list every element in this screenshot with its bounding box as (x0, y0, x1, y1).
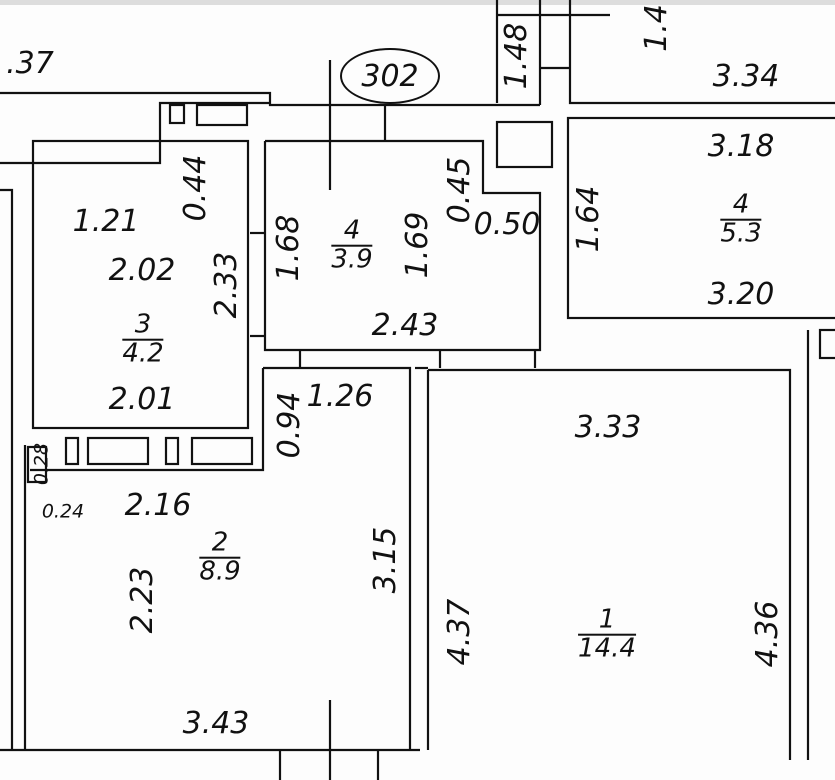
dim-3-34: 3.34 (712, 59, 780, 94)
room-4-right-label: 4 5.3 (720, 191, 762, 249)
room-number: 3 (122, 311, 164, 341)
dim-3-18: 3.18 (707, 129, 775, 164)
dim-0-45: 0.45 (442, 156, 477, 224)
dim-2-16: 2.16 (124, 488, 192, 523)
dim-top-left: .37 (6, 46, 54, 81)
dim-3-43: 3.43 (182, 706, 250, 741)
dim-1-48: 1.48 (499, 22, 534, 90)
dim-4-36: 4.36 (750, 600, 785, 668)
dim-1-68: 1.68 (271, 214, 306, 282)
dim-0-24: 0.24 (41, 500, 85, 523)
room-number: 2 (199, 529, 241, 559)
dim-4-37: 4.37 (442, 598, 477, 666)
room-3-label: 3 4.2 (122, 311, 164, 369)
dim-2-33: 2.33 (209, 251, 244, 319)
dim-2-23: 2.23 (125, 566, 160, 634)
dim-0-50: 0.50 (473, 207, 541, 242)
dim-0-94: 0.94 (272, 391, 307, 459)
dim-3-20: 3.20 (707, 277, 775, 312)
room-area: 5.3 (720, 219, 762, 249)
dim-1-64: 1.64 (571, 185, 606, 253)
dim-1-4: 1.4 (639, 4, 674, 52)
dim-3-15: 3.15 (368, 526, 403, 594)
room-4-bath-label: 4 3.9 (331, 217, 373, 275)
room-number: 1 (578, 606, 636, 636)
apartment-number-badge: 302 (340, 48, 440, 104)
room-area: 4.2 (122, 339, 164, 369)
room-1-label: 1 14.4 (578, 606, 636, 664)
room-area: 8.9 (199, 557, 241, 587)
room-area: 14.4 (578, 634, 636, 664)
dim-1-21: 1.21 (72, 204, 140, 239)
dim-2-01: 2.01 (108, 382, 176, 417)
dim-0-28: 0.28 (30, 442, 53, 486)
dim-3-33: 3.33 (574, 410, 642, 445)
room-area: 3.9 (331, 245, 373, 275)
dim-2-02: 2.02 (108, 253, 176, 288)
dim-2-43: 2.43 (371, 308, 439, 343)
room-number: 4 (331, 217, 373, 247)
room-2-label: 2 8.9 (199, 529, 241, 587)
dim-1-26: 1.26 (306, 379, 374, 414)
dim-1-69: 1.69 (400, 211, 435, 279)
dim-0-44: 0.44 (178, 154, 213, 222)
room-number: 4 (720, 191, 762, 221)
